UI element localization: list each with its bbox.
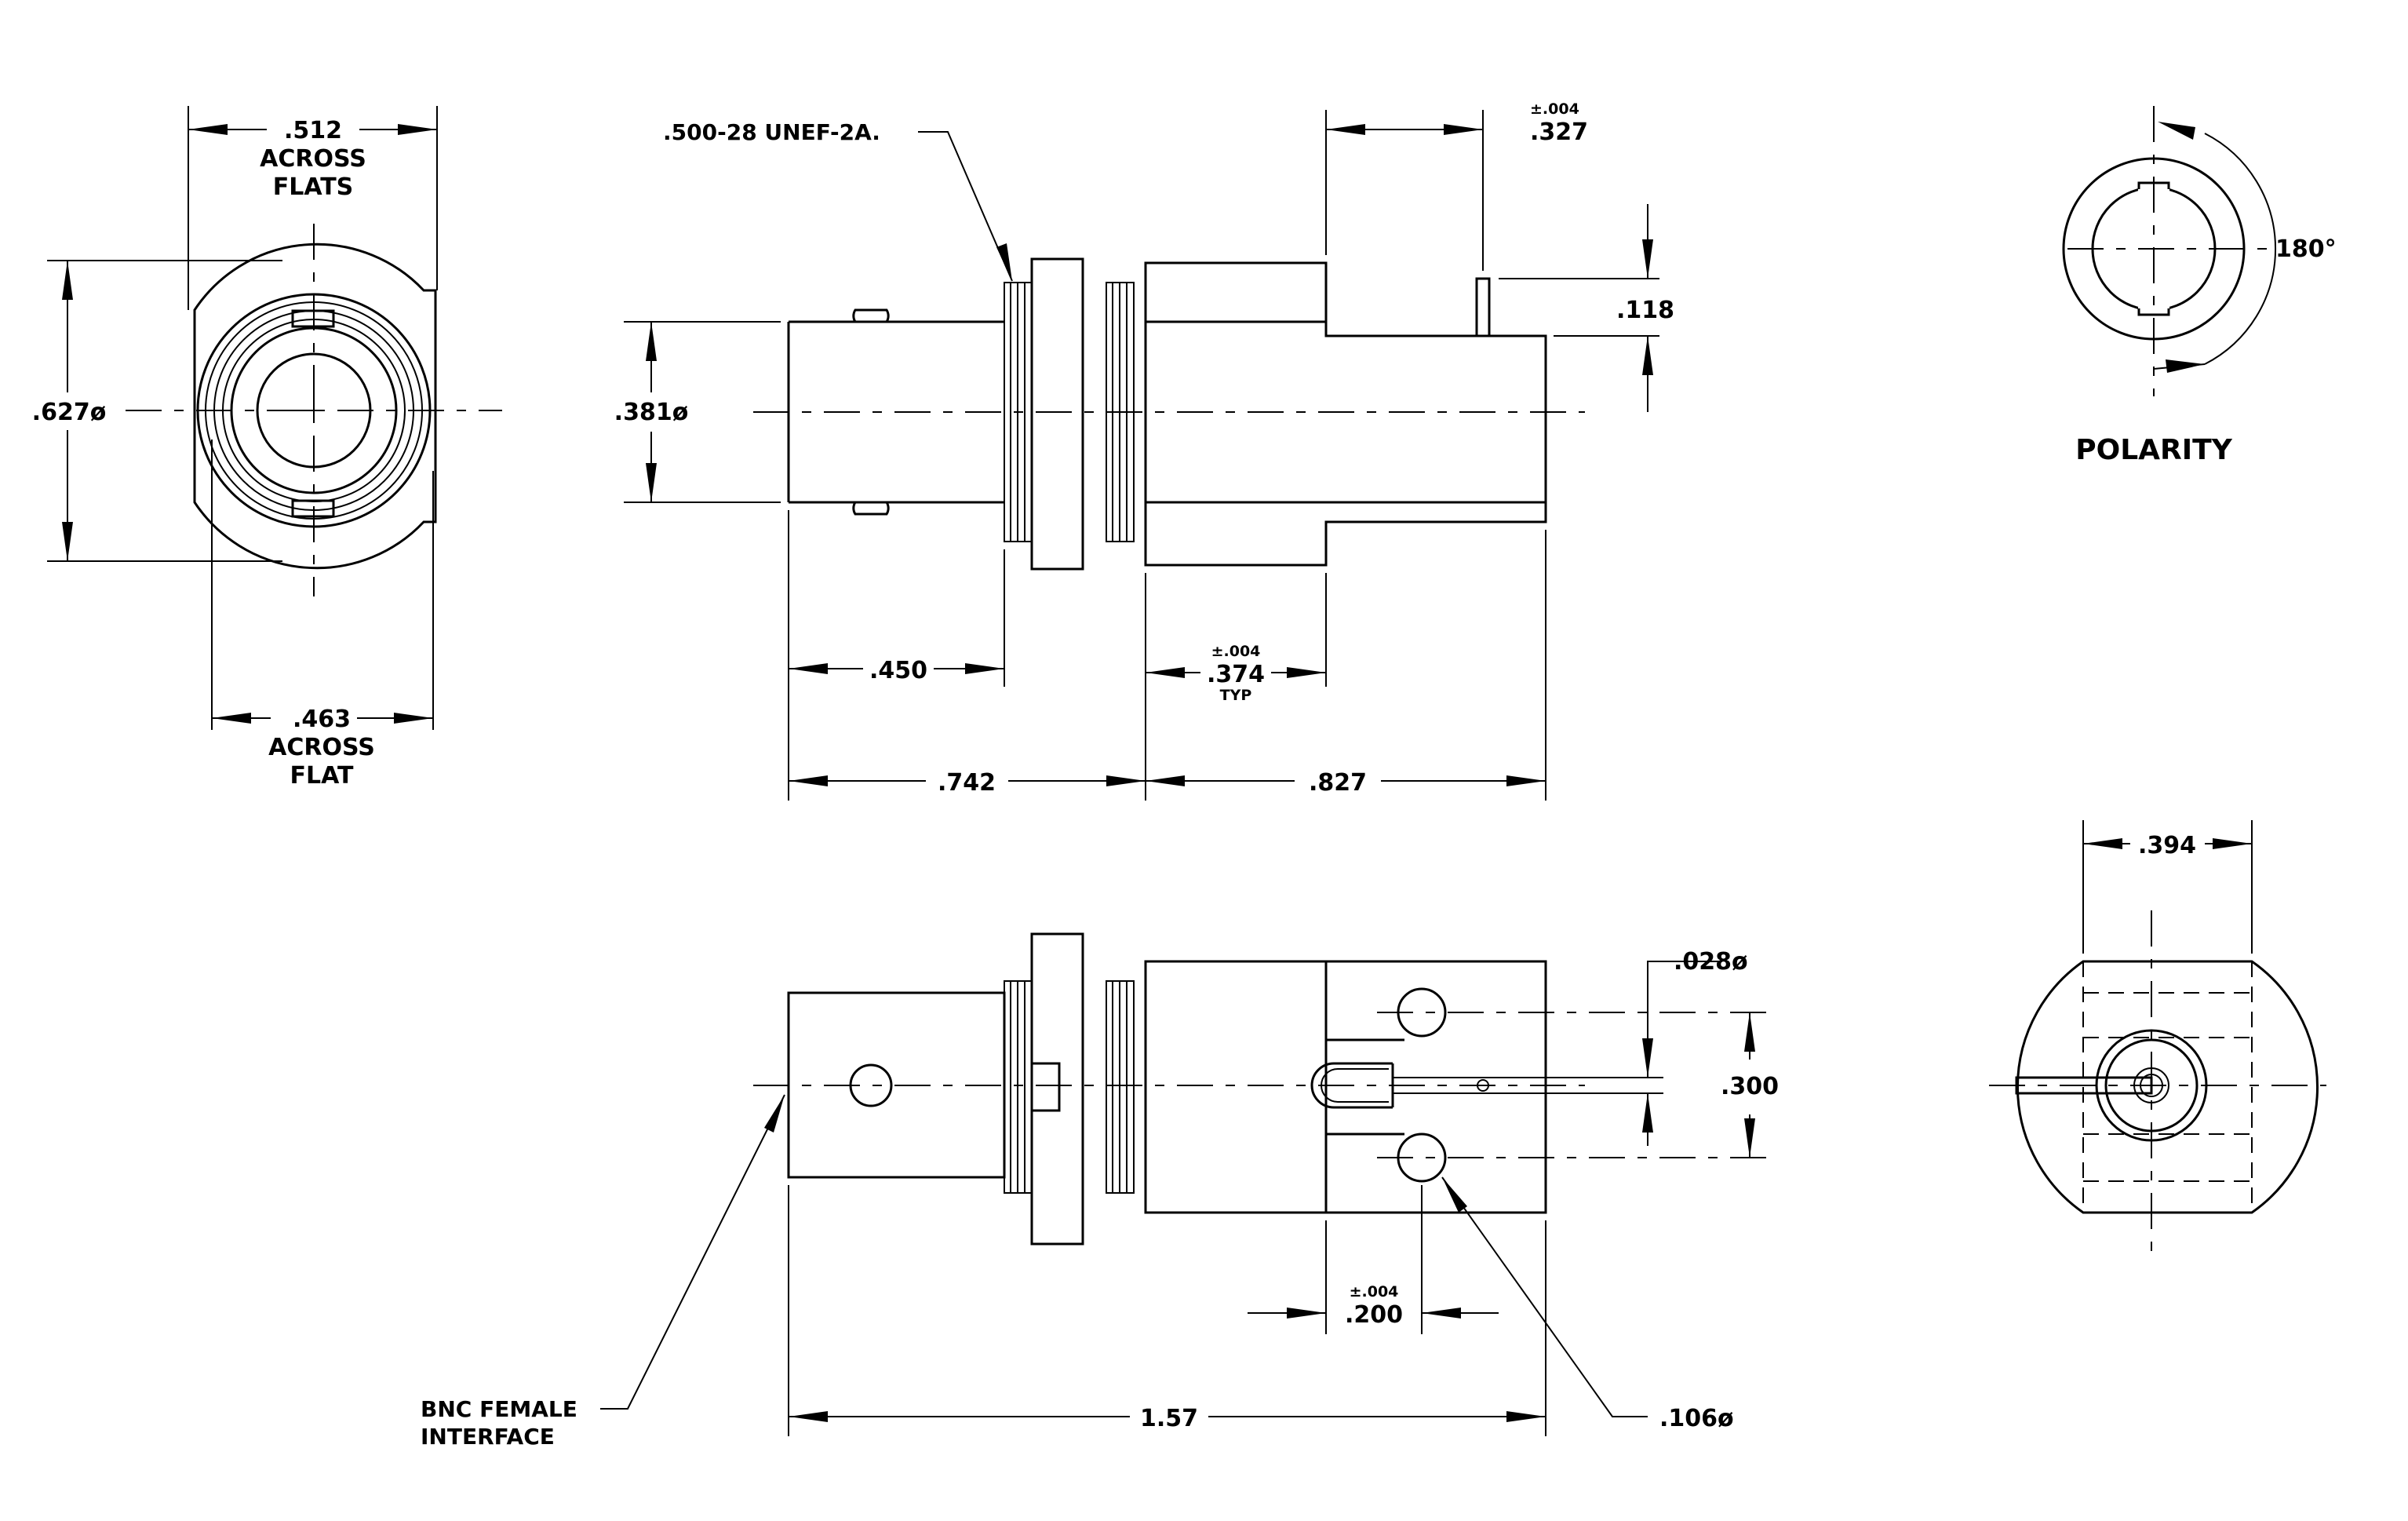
contact-height: .118 [1616, 297, 1674, 324]
polarity-view: 180° POLARITY [2062, 106, 2337, 466]
hole-spacing: .300 [1721, 1073, 1779, 1100]
bayonet-length: .450 [869, 657, 927, 684]
across-flats-label-2: FLATS [273, 173, 354, 201]
flange-diameter: .627ø [32, 399, 107, 426]
body-length: .374 [1207, 661, 1265, 688]
interface-label-1: BNC FEMALE [421, 1396, 577, 1422]
interface-label-2: INTERFACE [421, 1424, 555, 1450]
body-typ: TYP [1220, 687, 1252, 704]
front-length: .742 [938, 769, 996, 797]
contact-tolerance: ±.004 [1530, 100, 1579, 118]
hole-diameter: .106ø [1659, 1405, 1734, 1432]
front-view: .512 ACROSS FLATS .627ø .463 ACROSS FLAT [32, 106, 502, 790]
across-flats-label-1: ACROSS [260, 145, 366, 173]
bayonet-diameter: .381ø [614, 399, 689, 426]
rear-view: .394 [1989, 820, 2326, 1264]
hole-offset: .200 [1345, 1301, 1403, 1329]
polarity-title: POLARITY [2075, 434, 2232, 466]
overall-length: 1.57 [1140, 1405, 1198, 1432]
contact-offset: .327 [1530, 119, 1588, 146]
across-flat-label-1: ACROSS [268, 734, 375, 761]
hole-tolerance: ±.004 [1350, 1283, 1399, 1300]
rear-length: .827 [1309, 769, 1367, 797]
across-flats-value: .512 [284, 117, 342, 144]
across-flat-label-2: FLAT [290, 762, 354, 790]
pin-diameter: .028ø [1674, 948, 1748, 976]
across-flat-value: .463 [293, 706, 351, 733]
rear-width: .394 [2138, 832, 2196, 859]
body-tolerance: ±.004 [1211, 643, 1261, 660]
thread-note: .500-28 UNEF-2A. [663, 119, 880, 145]
side-view: .500-28 UNEF-2A. ±.004 .327 .118 .381ø [614, 100, 1674, 801]
bottom-view: .028ø .300 ±.004 .200 1.57 .106ø BNC FEM… [421, 932, 1779, 1450]
polarity-angle: 180° [2275, 235, 2337, 263]
